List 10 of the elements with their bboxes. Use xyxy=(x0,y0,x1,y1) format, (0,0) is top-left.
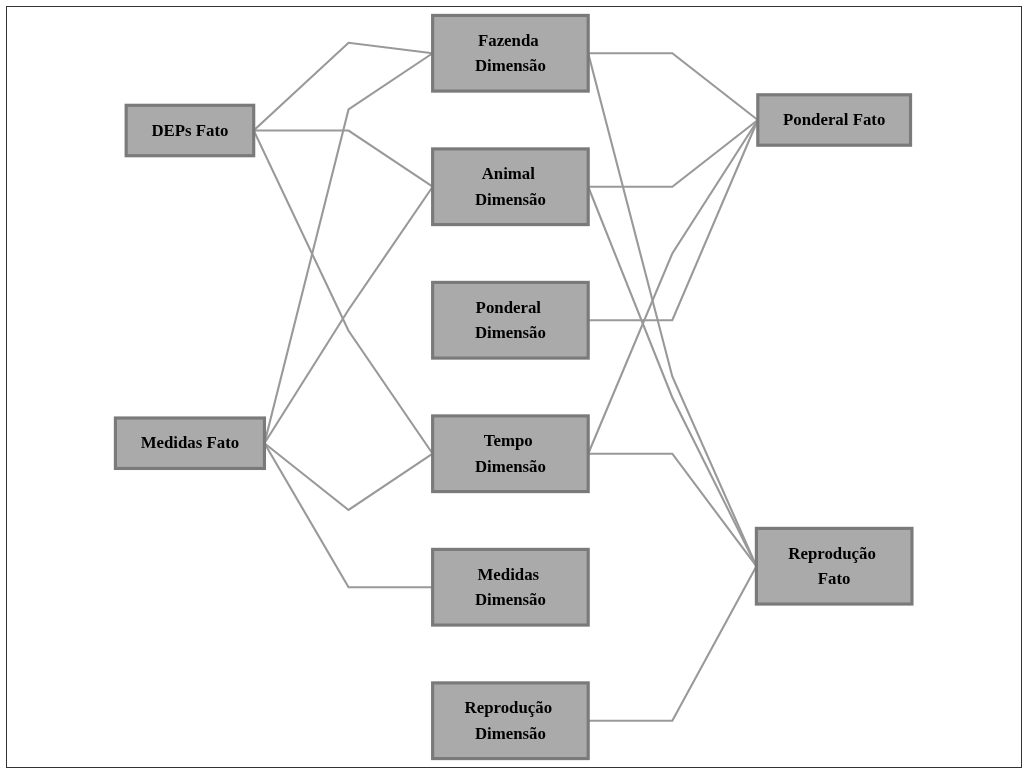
node-box: Medidas Fato xyxy=(114,416,267,471)
node-box: Reprodução Dimensão xyxy=(431,681,591,761)
node-box: Animal Dimensão xyxy=(431,147,591,227)
node-box: Ponderal Fato xyxy=(756,93,913,147)
node-box: Reprodução Fato xyxy=(755,526,914,606)
node-box: Medidas Dimensão xyxy=(431,547,591,627)
node-box: Fazenda Dimensão xyxy=(431,13,591,93)
node-box: DEPs Fato xyxy=(124,103,256,158)
node-box: Ponderal Dimensão xyxy=(431,280,591,360)
node-box: Tempo Dimensão xyxy=(431,414,591,494)
